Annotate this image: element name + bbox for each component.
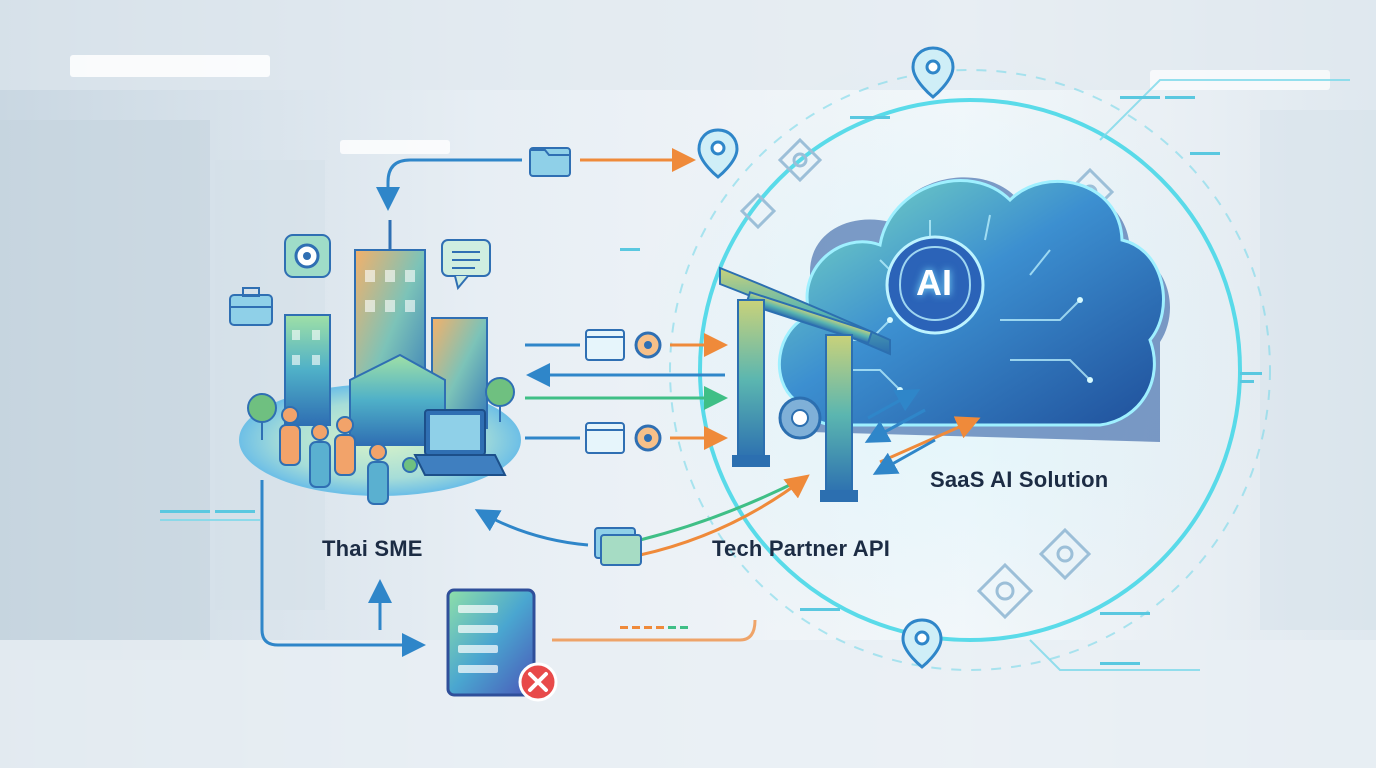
top-flow bbox=[376, 148, 696, 211]
outer-ring bbox=[698, 98, 1242, 642]
glass-wall bbox=[0, 120, 210, 660]
dashed-ring bbox=[669, 69, 1271, 671]
server-flow bbox=[260, 480, 757, 657]
lower-flow bbox=[474, 474, 810, 557]
location-pin-icon bbox=[911, 46, 955, 99]
glass-wall bbox=[1260, 110, 1376, 630]
data-dashes bbox=[620, 626, 688, 629]
server-icon bbox=[446, 588, 536, 697]
briefcase-icon bbox=[229, 287, 273, 326]
ai-cloud bbox=[778, 177, 1170, 442]
ceiling-light bbox=[70, 55, 270, 77]
gear-icon bbox=[634, 424, 662, 452]
error-x-icon bbox=[518, 662, 558, 702]
chat-list-icon bbox=[441, 239, 491, 291]
floor bbox=[0, 640, 1376, 768]
data-dashes bbox=[160, 96, 1262, 665]
location-pin-icon bbox=[697, 128, 739, 179]
code-window-icon bbox=[585, 422, 625, 454]
thai-sme-label: Thai SME bbox=[322, 536, 423, 561]
ai-badge: AI bbox=[916, 262, 952, 303]
api-arrows bbox=[525, 333, 728, 450]
torii-gate-icon bbox=[719, 266, 891, 502]
folder-icon bbox=[529, 147, 571, 177]
code-window-icon bbox=[585, 329, 625, 361]
laptop-icon bbox=[413, 409, 507, 476]
tech-partner-api-label: Tech Partner API bbox=[712, 536, 891, 561]
saas-ai-solution-label: SaaS AI Solution bbox=[930, 467, 1109, 492]
people bbox=[279, 406, 389, 505]
gear-icon bbox=[778, 396, 822, 440]
gear-icon bbox=[634, 331, 662, 359]
cloud-arrows bbox=[864, 389, 981, 475]
brain-icon bbox=[885, 235, 985, 335]
ceiling-light bbox=[340, 140, 450, 154]
sme-buildings bbox=[284, 220, 488, 446]
folder-icon bbox=[594, 527, 642, 566]
gear-icon bbox=[284, 234, 331, 278]
circuit-traces bbox=[160, 79, 1350, 671]
location-pin-icon bbox=[901, 618, 943, 669]
trees bbox=[247, 377, 515, 473]
